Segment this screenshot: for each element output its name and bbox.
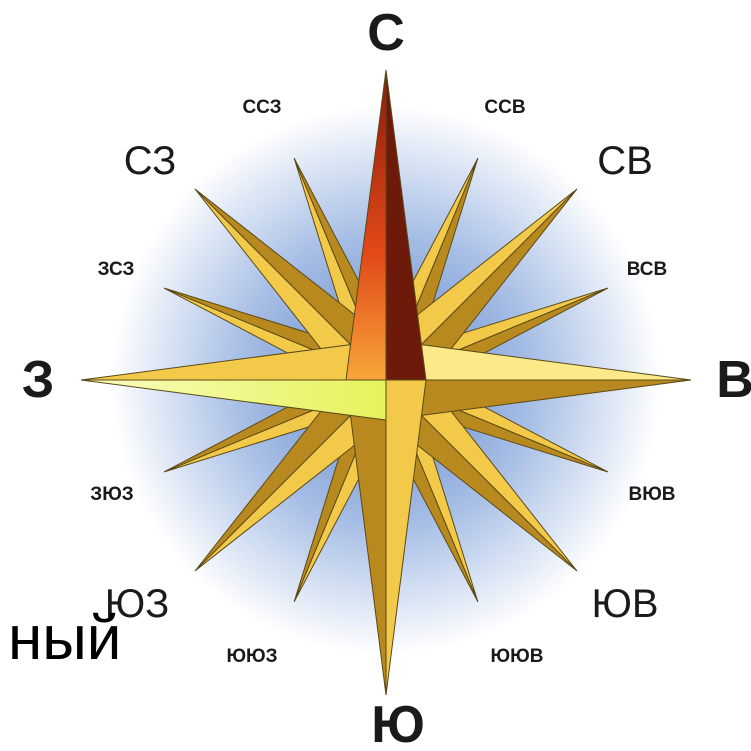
ray-north-right <box>385 69 427 381</box>
label-nnw: ССЗ <box>242 97 281 118</box>
label-ene: ВСВ <box>627 259 667 280</box>
label-southwest: ЮЗ <box>105 582 170 626</box>
label-south: Ю <box>371 696 425 751</box>
direction-labels: С В Ю З СВ ЮВ ЮЗ СЗ ССВ ВСВ ВЮВ ЮЮВ ЮЮЗ … <box>22 4 751 751</box>
compass-rays <box>80 69 692 696</box>
label-ese: ВЮВ <box>628 484 675 505</box>
label-wnw: ЗСЗ <box>98 259 135 280</box>
label-west: З <box>22 351 55 409</box>
label-southeast: ЮВ <box>591 582 658 626</box>
label-east: В <box>716 351 751 409</box>
partial-caption-text: ный <box>8 604 122 673</box>
label-sse: ЮЮВ <box>491 646 544 667</box>
label-nne: ССВ <box>484 97 525 118</box>
label-wsw: ЗЮЗ <box>90 484 133 505</box>
label-north: С <box>367 4 405 62</box>
label-ssw: ЮЮЗ <box>226 646 277 667</box>
label-northwest: СЗ <box>124 139 177 183</box>
label-northeast: СВ <box>597 139 653 183</box>
